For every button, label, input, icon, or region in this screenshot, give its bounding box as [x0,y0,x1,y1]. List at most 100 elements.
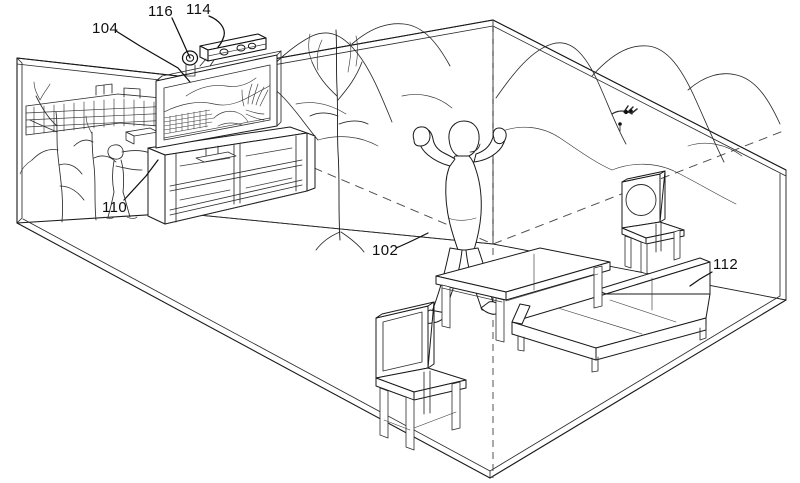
person-left-fist [412,126,431,147]
numeral-104-text: 104 [92,20,118,37]
numeral-104: 104 [92,20,191,83]
fg-chair-leg-br [451,381,461,431]
reference-numerals: 104 116 114 110 102 112 [92,1,738,287]
mural-tree-twig-a [33,81,41,101]
mural-tree2-trunk [91,131,97,221]
coffee-table [435,247,611,343]
display-screen-area [163,64,271,141]
console-shelf-line-2 [169,179,303,211]
back-mural-tree-branch-c [309,112,339,117]
right-mural-valley-b [611,163,737,205]
sensor-lens-2 [236,44,246,52]
back-mural-mountain-c [351,23,451,67]
fg-chair-leg-bl [423,370,431,415]
chair-foreground [375,301,467,451]
console-right-side [306,132,316,192]
floor-edge-right [489,299,787,479]
right-chair-leg-fl [624,235,632,269]
back-mural-tree-leaf-d [347,41,352,73]
left-wall-inner-edge [16,57,23,224]
display-stand-base [195,151,237,163]
right-mural-peak-b [591,45,725,163]
back-mural-tree-branch-d [338,120,369,125]
right-wall-top-band [492,19,787,171]
back-mural-tree-leaf-c [355,35,358,67]
fg-chair-stretcher [383,411,457,431]
console-shelf-line-1b [169,164,303,192]
sofa-armrest-left [511,303,531,325]
back-wall-mural [181,23,453,253]
chair-right [621,170,685,275]
numeral-110: 110 [102,159,159,216]
numeral-116: 116 [148,3,191,59]
person-head [448,120,480,158]
floor-edge-right-inner [489,295,781,472]
right-mural-valley-c [687,143,743,157]
mural-tree-branch-e [59,185,85,201]
person-waist-line [447,217,477,221]
mural-figure [103,144,151,219]
back-mural-tree-branch-a [311,61,338,97]
mural-wall-structure [95,83,113,96]
numeral-102: 102 [372,232,429,259]
numeral-102-text: 102 [372,242,398,259]
mural-wall-structure-2 [123,87,141,99]
mural-tree-twig-c [19,159,33,175]
right-mural-peak-c [687,73,781,125]
numeral-112: 112 [689,256,738,287]
leader-104 [115,30,191,83]
sensor-bar [199,33,267,67]
back-mural-ridge-c [401,94,453,109]
sensor-lens-3 [247,42,257,50]
person-hair-detail [469,143,481,153]
mural-tree-branch-d [58,163,83,175]
sofa-leg-front-left [517,335,525,352]
leader-116 [171,17,191,59]
console-shelf-line-1 [169,159,303,187]
right-wall-mural [495,42,781,205]
sofa-couch [511,257,711,373]
fg-chair-leg-fl [379,387,389,439]
display-stand-neck [205,145,219,157]
console-base [147,190,308,225]
sofa-leg-back-right [699,325,707,341]
table-leg-back-right [593,265,603,309]
console-left-object-side [125,131,135,145]
leader-112 [689,271,713,287]
leader-110 [123,159,159,201]
back-mural-tree-branch-b [337,61,363,101]
mural-tree-twig-b [39,83,51,101]
display-bezel-right-edge [276,50,282,127]
display-bezel-top-edge [155,50,282,82]
numeral-114-text: 114 [186,1,211,18]
back-mural-tree-root-b [340,231,365,253]
table-leg-front-right [495,297,505,343]
back-mural-ridge-a [295,102,347,115]
mural-tree-branch-c [31,149,59,161]
sofa-seam-a [557,307,643,335]
right-wall-top-band-2 [492,25,787,177]
camera-lens-mount [185,64,196,77]
back-mural-ridge-b [317,136,379,147]
back-mural-tree-trunk [335,29,341,241]
person-right-hand [492,127,507,145]
sofa-seam-b [609,299,677,323]
mural-tree-branch-a [35,95,58,127]
mural-tree-trunk [55,111,63,223]
back-mural-tree-leaf-a [308,33,313,63]
display-screen-content [164,77,270,139]
right-chair-leg-br [673,229,681,261]
fg-chair-leg-fr [405,396,415,451]
right-chair-leg-bl [655,222,662,253]
mural-tree2-branch-a [73,139,94,147]
numeral-116-text: 116 [148,3,173,20]
sensor-bar-seam [207,43,267,57]
right-mural-bird [611,105,638,132]
floor-back-junction-left [177,212,494,245]
table-top-right-edge [505,261,611,301]
display-terrain-texture [164,109,215,135]
leader-114 [208,15,225,48]
numeral-110-text: 110 [102,199,127,216]
